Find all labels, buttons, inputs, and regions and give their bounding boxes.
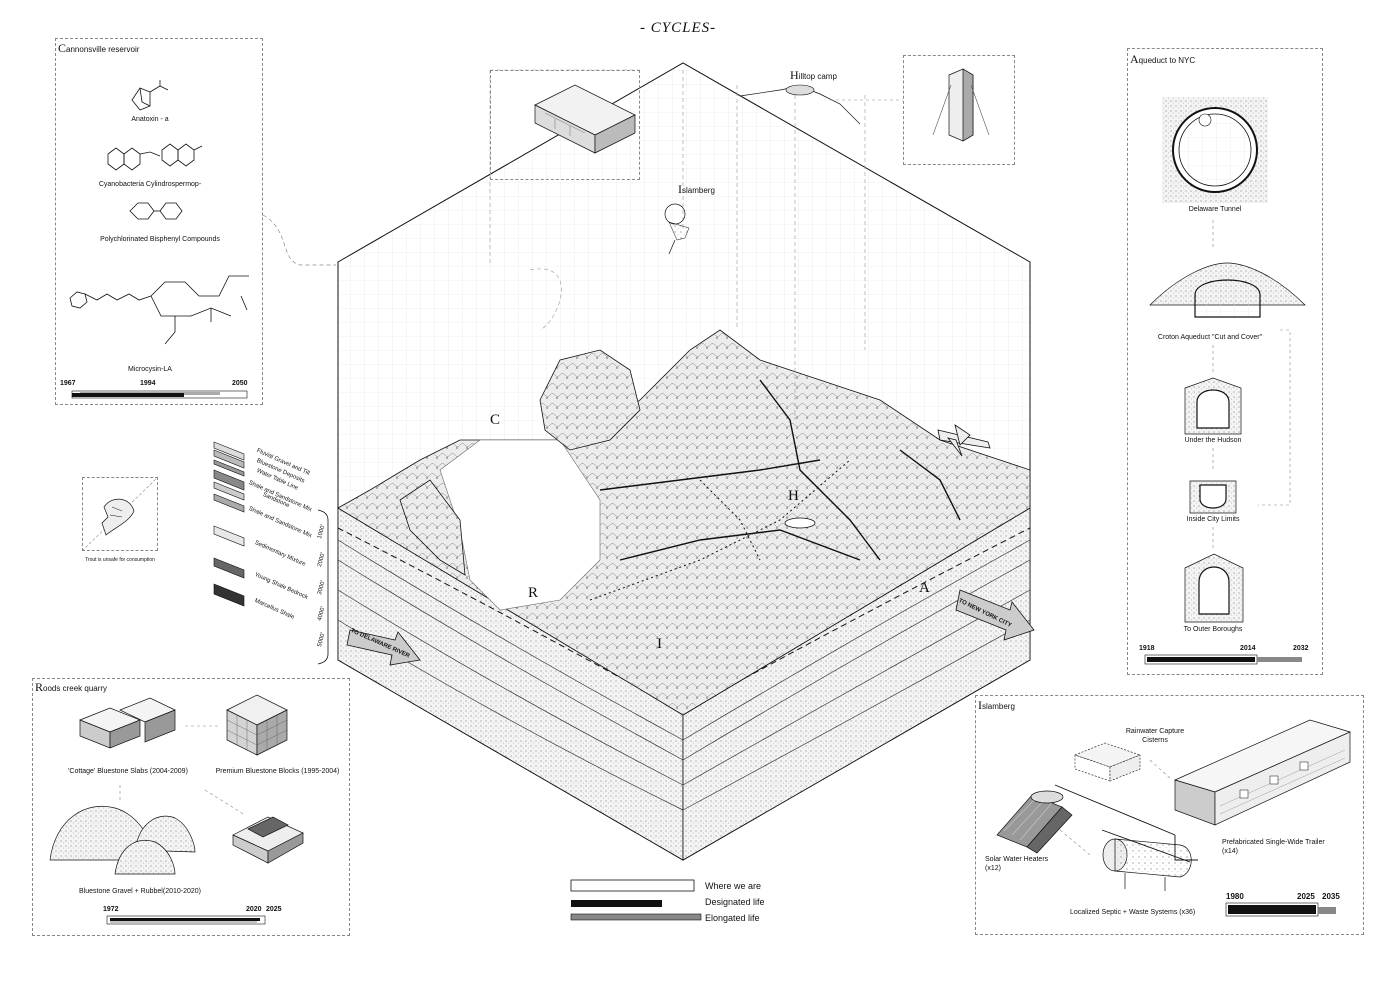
islamberg-map-label: Islamberg (678, 182, 715, 196)
aqueduct-label-hudson: Under the Hudson (1184, 437, 1242, 444)
roods-timeline-end: 2025 (266, 906, 282, 913)
islamberg-title: Islamberg (978, 698, 1015, 712)
cannonsville-timeline-bar (71, 390, 248, 399)
tower-panel (903, 55, 1015, 165)
cannonsville-panel (55, 38, 263, 405)
roods-panel (32, 678, 350, 936)
aqueduct-timeline-bar (1144, 654, 1302, 665)
anatoxin-molecule-icon (131, 80, 169, 111)
map-letter-h: H (788, 488, 799, 504)
aqueduct-label-boroughs: To Outer Boroughs (1183, 626, 1243, 633)
islamberg-label-cisterns: Rainwater Capture Cisterns (1125, 728, 1185, 744)
map-letter-c: C (490, 412, 501, 428)
islamberg-panel (975, 695, 1364, 935)
aqueduct-timeline-mid: 2014 (1240, 645, 1256, 652)
bluestone-blocks-icon (226, 694, 288, 756)
aqueduct-label-city: Inside City Limits (1186, 516, 1240, 523)
roods-label-blocks: Premium Bluestone Blocks (1995-2004) (215, 768, 340, 775)
roods-title: Roods creek quarry (35, 680, 108, 694)
aqueduct-label-croton: Croton Aqueduct "Cut and Cover" (1157, 334, 1263, 341)
cannonsville-timeline-mid: 1994 (140, 380, 156, 387)
cylindrospermopsin-molecule-icon (107, 143, 203, 171)
cannonsville-timeline-start: 1967 (60, 380, 76, 387)
hilltop-camp-label: Hilltop camp (790, 68, 837, 82)
islamberg-timeline-end: 2035 (1322, 892, 1340, 901)
legend-elongated-life: Elongated life (705, 913, 760, 923)
islamberg-label-trailer: Prefabricated Single-Wide Trailer (x14) (1222, 839, 1325, 855)
aqueduct-title: Aqueduct to NYC (1130, 52, 1196, 66)
aqueduct-panel (1127, 48, 1323, 675)
aqueduct-label-delaware: Delaware Tunnel (1188, 206, 1242, 213)
cannonsville-title: Cannonsville reservoir (58, 41, 140, 55)
pcb-molecule-icon (129, 202, 183, 220)
rock-crusher-icon (232, 816, 304, 864)
compound-label-anatoxin: Anatoxin - a (131, 116, 169, 123)
bluestone-slabs-icon (79, 697, 176, 749)
roods-label-slabs: 'Cottage' Bluestone Slabs (2004-2009) (68, 768, 188, 775)
roods-label-gravel: Bluestone Gravel + Rubbel(2010-2020) (79, 888, 201, 895)
septic-tank-icon (1102, 838, 1192, 891)
roods-timeline-mid: 2020 (246, 906, 262, 913)
roods-timeline-bar (106, 915, 266, 925)
islamberg-timeline-mid: 2025 (1297, 892, 1315, 901)
farmhouse-icon (534, 84, 636, 154)
trout-icon (81, 476, 159, 552)
solar-heater-icon (996, 790, 1073, 854)
legend-where-we-are: Where we are (705, 881, 762, 891)
microcystin-molecule-icon (69, 275, 249, 345)
compound-label-cylindrospermopsin: Cyanobacteria Cylindrospermop- (98, 181, 202, 188)
under-hudson-icon (1184, 377, 1242, 435)
house-panel (490, 70, 640, 180)
aqueduct-timeline-start: 1918 (1139, 645, 1155, 652)
airplane-icon (937, 424, 991, 457)
map-letter-r: R (528, 585, 539, 601)
islamberg-label-solar: Solar Water Heaters (x12) (985, 856, 1049, 872)
outer-boroughs-icon (1184, 553, 1244, 623)
compound-label-pcb: Polychlorinated Bisphenyl Compounds (100, 236, 220, 243)
trailer-icon (1173, 719, 1352, 826)
trout-panel (82, 477, 158, 551)
map-letter-a: A (919, 580, 930, 596)
cannonsville-timeline-end: 2050 (232, 380, 248, 387)
map-letter-i: I (657, 636, 662, 652)
inside-city-icon (1189, 480, 1237, 514)
legend-designated-life: Designated life (705, 897, 765, 907)
roods-timeline-start: 1972 (103, 906, 119, 913)
watchtower-icon (932, 68, 990, 142)
islamberg-locator-icon (664, 203, 690, 255)
legend-swatches (570, 879, 702, 921)
cistern-icon (1074, 742, 1141, 782)
strata-swatches (213, 441, 329, 665)
hilltop-terrain-icon (739, 84, 861, 125)
islamberg-timeline-bar (1225, 902, 1336, 917)
aqueduct-timeline-end: 2032 (1293, 645, 1309, 652)
bluestone-gravel-icon (49, 806, 196, 875)
islamberg-timeline-start: 1980 (1226, 892, 1244, 901)
croton-aqueduct-icon (1149, 262, 1306, 318)
trout-note: Trout is unsafe for consumption (85, 557, 155, 563)
compound-label-microcystin: Microcysin-LA (128, 366, 172, 373)
delaware-tunnel-icon (1162, 97, 1268, 203)
islamberg-label-septic: Localized Septic + Waste Systems (x36) (1070, 909, 1196, 916)
page-title: - CYCLES- (640, 20, 717, 36)
